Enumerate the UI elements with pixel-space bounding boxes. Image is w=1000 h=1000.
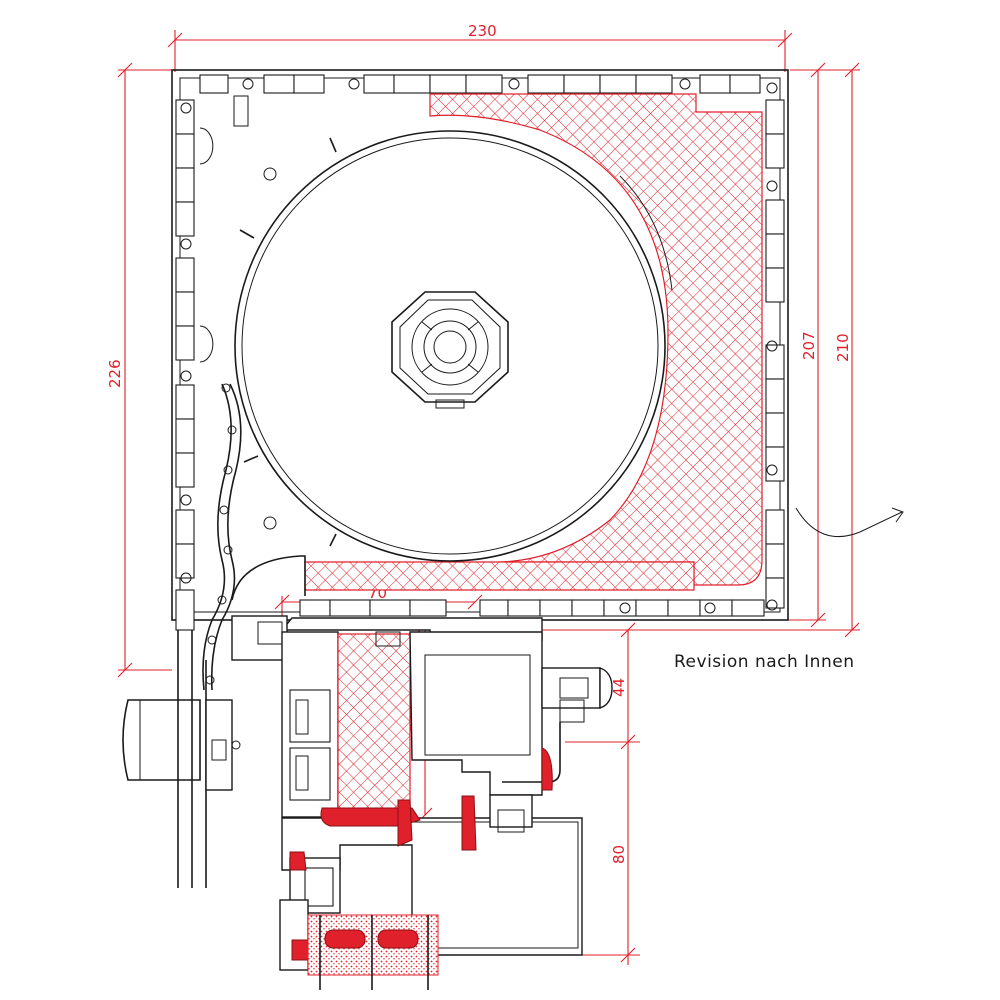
octagonal-shaft bbox=[391, 291, 509, 409]
dim-height-left: 226 bbox=[106, 359, 124, 388]
guide-curve bbox=[231, 555, 306, 601]
guide-rail-bracket bbox=[489, 667, 613, 833]
insulation-top-right bbox=[429, 93, 763, 586]
insulated-panel bbox=[337, 633, 411, 813]
dim-width-top: 230 bbox=[468, 22, 497, 40]
dim-guide-44: 44 bbox=[610, 678, 628, 697]
window-frame-profile bbox=[231, 615, 583, 971]
exterior-frame-left bbox=[122, 630, 241, 888]
revision-arrow-icon bbox=[795, 507, 904, 538]
dim-height-207: 207 bbox=[800, 331, 818, 360]
dim-guide-80: 80 bbox=[610, 845, 628, 864]
box-casing bbox=[171, 69, 789, 631]
revision-note: Revision nach Innen bbox=[674, 652, 854, 672]
dim-height-210: 210 bbox=[834, 333, 852, 362]
lower-glazing bbox=[307, 914, 439, 990]
shutter-roll bbox=[234, 130, 673, 562]
seals bbox=[289, 747, 553, 961]
insulation-bottom-strip bbox=[304, 561, 695, 591]
